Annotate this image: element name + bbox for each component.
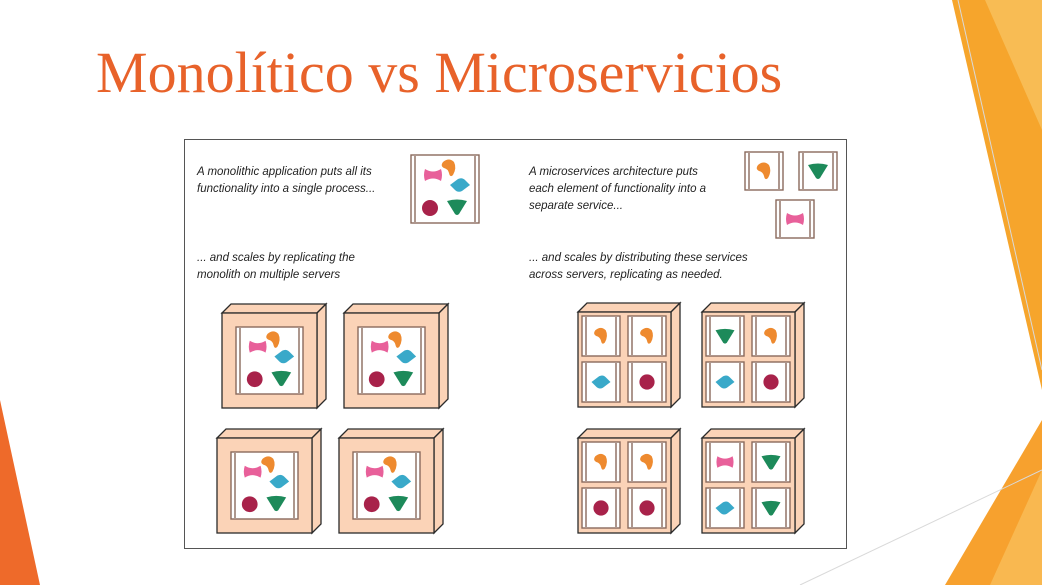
server-top-face [576, 428, 682, 439]
blue-module-icon [591, 375, 611, 389]
server-side-face [794, 301, 805, 409]
caption-line: functionality into a single process... [197, 183, 376, 195]
pink-module-icon [248, 340, 267, 353]
green-module-icon [393, 370, 414, 387]
server-box [700, 427, 806, 535]
crimson-module-icon [593, 500, 609, 516]
microservices-illustration [744, 151, 838, 239]
server-box [700, 301, 806, 409]
orange-module-icon [441, 159, 456, 177]
server-top-face [220, 303, 328, 314]
server-box [337, 427, 445, 535]
service-process [581, 487, 621, 529]
caption-line: ... and scales by distributing these ser… [529, 252, 748, 264]
server-top-face [342, 303, 450, 314]
blue-module-icon [274, 349, 295, 364]
pink-module-icon [424, 169, 442, 181]
service-process [751, 441, 791, 483]
server-box [576, 301, 682, 409]
slide-title: Monolítico vs Microservicios [96, 40, 783, 105]
green-module-icon [388, 495, 409, 512]
orange-module-icon [640, 453, 653, 470]
server-box [342, 302, 450, 410]
server-side-face [438, 302, 449, 410]
server-box [220, 302, 328, 410]
blue-module-icon [396, 349, 417, 364]
orange-module-icon [594, 327, 607, 344]
green-module-icon [808, 163, 828, 179]
server-side-face [670, 301, 681, 409]
orange-module-icon [640, 327, 653, 344]
crimson-module-icon [639, 500, 655, 516]
caption-line: each element of functionality into a [529, 183, 707, 195]
monolith-process-illustration [410, 154, 480, 224]
green-module-icon [266, 495, 287, 512]
server-side-face [316, 302, 327, 410]
service-process [627, 361, 667, 403]
server-side-face [794, 427, 805, 535]
orange-module-icon [594, 453, 607, 470]
caption-line: across servers, replicating as needed. [529, 269, 723, 281]
blue-module-icon [450, 178, 470, 192]
pink-module-icon [716, 456, 734, 468]
orange-module-icon [756, 162, 771, 180]
monolith-caption-process: A monolithic application puts all its fu… [197, 164, 375, 198]
blue-module-icon [391, 474, 412, 489]
green-module-icon [761, 500, 781, 516]
crimson-module-icon [763, 374, 779, 390]
caption-line: separate service... [529, 200, 623, 212]
green-module-icon [761, 454, 781, 470]
orange-module-icon [388, 331, 402, 348]
architecture-figure: A monolithic application puts all its fu… [184, 139, 847, 549]
server-box [215, 427, 323, 535]
pink-module-icon [243, 465, 262, 478]
microservice-servers [576, 301, 806, 535]
caption-line: ... and scales by replicating the [197, 252, 355, 264]
figure-drawing [215, 151, 838, 535]
blue-module-icon [715, 501, 735, 515]
server-top-face [700, 302, 806, 313]
orange-module-icon [764, 327, 777, 344]
crimson-module-icon [368, 371, 385, 388]
orange-module-icon [266, 331, 280, 348]
pink-module-icon [786, 213, 804, 225]
pink-module-icon [365, 465, 384, 478]
green-module-icon [447, 199, 467, 215]
crimson-module-icon [241, 496, 258, 513]
caption-line: A monolithic application puts all its [197, 166, 372, 178]
orange-module-icon [383, 456, 397, 473]
green-module-icon [715, 328, 735, 344]
server-top-face [337, 428, 445, 439]
microservices-caption-scale: ... and scales by distributing these ser… [529, 250, 748, 284]
crimson-module-icon [639, 374, 655, 390]
pink-module-icon [370, 340, 389, 353]
server-side-face [670, 427, 681, 535]
microservices-caption-process: A microservices architecture puts each e… [529, 164, 706, 215]
server-side-face [433, 427, 444, 535]
monolith-servers [215, 302, 450, 535]
crimson-module-icon [246, 371, 263, 388]
caption-line: A microservices architecture puts [529, 166, 698, 178]
green-module-icon [271, 370, 292, 387]
server-top-face [700, 428, 806, 439]
service-process [751, 361, 791, 403]
crimson-module-icon [363, 496, 380, 513]
blue-module-icon [269, 474, 290, 489]
server-box [576, 427, 682, 535]
service-process [744, 151, 784, 191]
caption-line: monolith on multiple servers [197, 269, 341, 281]
server-top-face [576, 302, 682, 313]
orange-module-icon [261, 456, 275, 473]
crimson-module-icon [422, 200, 438, 216]
server-top-face [215, 428, 323, 439]
blue-module-icon [715, 375, 735, 389]
server-side-face [311, 427, 322, 535]
monolith-caption-scale: ... and scales by replicating the monoli… [197, 250, 355, 284]
